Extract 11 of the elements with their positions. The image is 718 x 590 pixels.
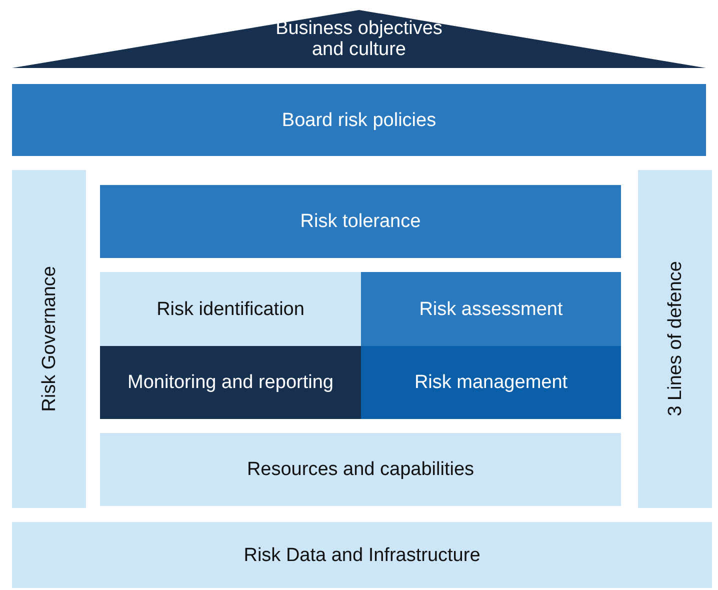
block-panel: Risk assessment: [361, 272, 621, 346]
foundation-panel: Risk Data and Infrastructure: [12, 522, 712, 588]
pillar-label: Risk Governance: [38, 266, 60, 412]
beam-panel: Board risk policies: [12, 84, 706, 156]
block-panel: Risk identification: [100, 272, 361, 346]
pillar-label: 3 Lines of defence: [664, 261, 686, 417]
block-panel: Monitoring and reporting: [100, 346, 361, 419]
roof-label: Business objectives and culture: [274, 18, 444, 60]
block-panel: Risk management: [361, 346, 621, 419]
block-panel: Resources and capabilities: [100, 433, 621, 506]
block-panel: Risk tolerance: [100, 185, 621, 258]
